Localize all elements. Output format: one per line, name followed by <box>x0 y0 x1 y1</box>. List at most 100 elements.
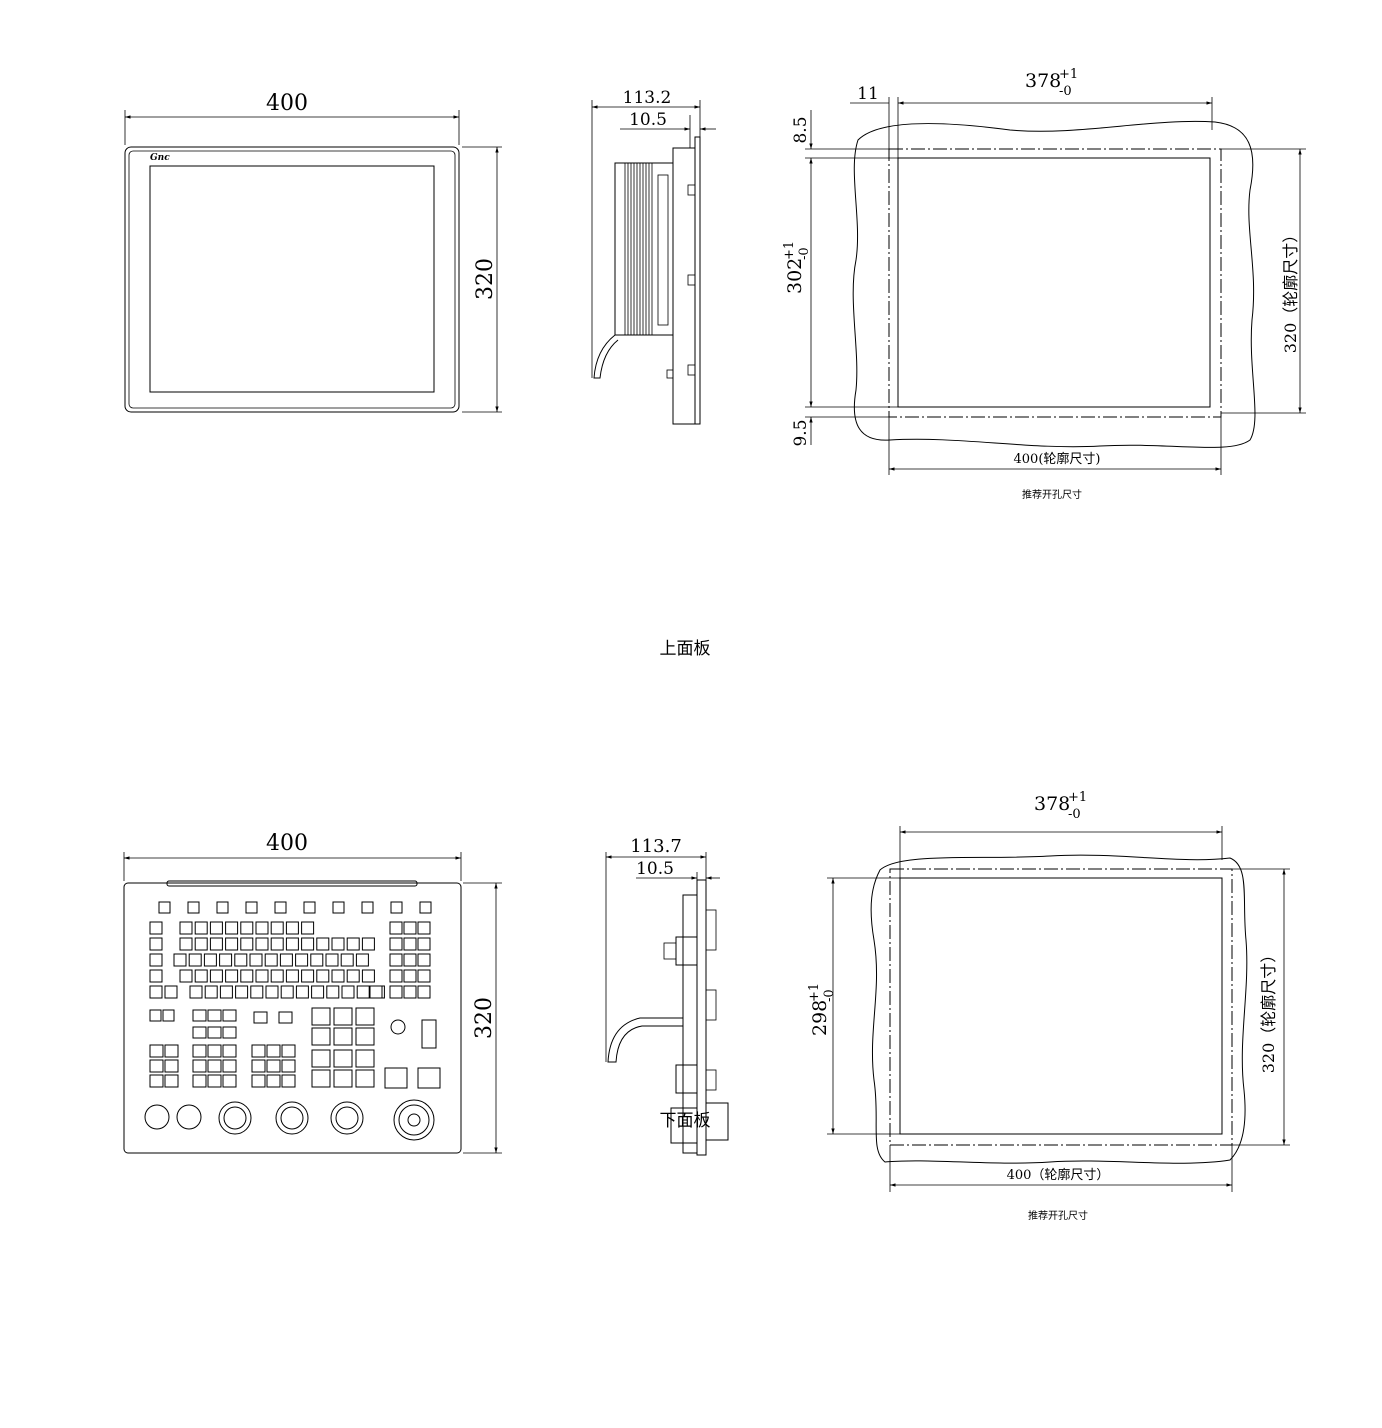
mode-key <box>149 1009 162 1022</box>
function-key <box>369 985 383 999</box>
spindle-button <box>176 1104 202 1130</box>
alpha-key <box>341 985 355 999</box>
soft-key <box>274 901 287 914</box>
alpha-key <box>240 921 254 935</box>
alpha-key <box>209 937 223 951</box>
jog-key <box>355 1007 375 1026</box>
alpha-key <box>179 937 193 951</box>
jog-key <box>355 1069 375 1088</box>
mode-key <box>222 1009 237 1022</box>
upper-cutout-outline-width-label: 400(轮廓尺寸) <box>1014 451 1101 467</box>
nav-key <box>403 953 417 967</box>
alpha-key <box>280 985 294 999</box>
mode-key <box>207 1059 222 1073</box>
soft-key <box>158 901 171 914</box>
alpha-key <box>173 953 187 967</box>
seg-display <box>253 1011 268 1024</box>
nav-key <box>403 969 417 983</box>
lower-cutout-width-lower-tol: -0 <box>1068 807 1081 822</box>
alpha-key <box>234 953 248 967</box>
mode-key <box>281 1074 296 1088</box>
mode-key <box>207 1026 222 1039</box>
upper-panel-caption: 上面板 <box>660 639 711 659</box>
upper-front-height-label: 320 <box>473 258 498 300</box>
mode-key <box>281 1044 296 1058</box>
brand-logo: Gnc <box>150 153 170 163</box>
alpha-key <box>235 985 249 999</box>
alpha-key <box>204 985 218 999</box>
mode-key <box>192 1059 207 1073</box>
nav-key <box>403 985 417 999</box>
lower-cutout-outline-height-label: 320（轮廓尺寸） <box>1259 947 1278 1074</box>
jog-key <box>333 1007 353 1026</box>
mode-key <box>266 1044 281 1058</box>
alpha-key <box>331 937 345 951</box>
mode-key <box>222 1026 237 1039</box>
function-key <box>149 921 163 935</box>
alpha-key <box>301 969 315 983</box>
usb-port <box>421 1019 437 1049</box>
alpha-key <box>219 953 233 967</box>
keypad <box>144 901 441 1141</box>
handwheel-hub <box>407 1113 421 1127</box>
soft-key <box>245 901 258 914</box>
upper-cutout-height-value: 302 <box>784 258 806 294</box>
soft-key <box>332 901 345 914</box>
upper-cutout-top-offset-label: 8.5 <box>791 116 811 143</box>
lower-cutout-height-value: 298 <box>809 1000 831 1036</box>
override-knob-inner <box>280 1106 304 1130</box>
alpha-key <box>310 953 324 967</box>
alpha-key <box>285 921 299 935</box>
soft-key <box>303 901 316 914</box>
lower-cutout-width-value: 378 <box>1034 793 1070 815</box>
alpha-key <box>225 937 239 951</box>
alpha-key <box>361 937 375 951</box>
mode-key <box>192 1026 207 1039</box>
upper-cutout-outline-height-label: 320（轮廓尺寸） <box>1281 227 1300 354</box>
mode-key <box>162 1009 175 1022</box>
alpha-key <box>326 985 340 999</box>
nav-key <box>417 937 431 951</box>
soft-key <box>361 901 374 914</box>
mode-key <box>207 1074 222 1088</box>
alpha-key <box>209 921 223 935</box>
alpha-key <box>301 921 315 935</box>
soft-key <box>390 901 403 914</box>
lower-cutout-height-lower-tol: -0 <box>822 989 837 1002</box>
nav-key <box>389 921 403 935</box>
nav-key <box>403 937 417 951</box>
alpha-key <box>240 969 254 983</box>
upper-cutout-panel-outline <box>852 120 1256 448</box>
mode-key <box>149 1044 164 1058</box>
power-on-button <box>384 1067 408 1089</box>
alpha-key <box>188 953 202 967</box>
mode-key <box>164 1074 179 1088</box>
upper-cutout-height-lower-tol: -0 <box>797 247 812 260</box>
alpha-key <box>270 969 284 983</box>
alpha-key <box>194 969 208 983</box>
alpha-key <box>179 921 193 935</box>
nav-key <box>389 937 403 951</box>
upper-side-depth-label: 113.2 <box>623 88 672 108</box>
lower-cutout-outline-width-label: 400（轮廓尺寸） <box>1007 1167 1110 1183</box>
alpha-key <box>346 969 360 983</box>
alpha-key <box>265 985 279 999</box>
lower-side-depth-label: 113.7 <box>630 836 682 857</box>
power-off-button <box>417 1067 441 1089</box>
alpha-key <box>340 953 354 967</box>
lower-front-width-label: 400 <box>266 831 308 856</box>
jog-key <box>311 1049 331 1068</box>
mode-key <box>192 1044 207 1058</box>
lower-side-bezel-label: 10.5 <box>636 859 674 879</box>
mode-key <box>222 1074 237 1088</box>
mode-key <box>251 1059 266 1073</box>
upper-cutout-width-lower-tol: -0 <box>1059 84 1072 99</box>
alpha-key <box>225 969 239 983</box>
mode-key <box>164 1044 179 1058</box>
alpha-key <box>295 985 309 999</box>
lower-panel: 400 320 113.7 <box>123 790 1290 1222</box>
mode-key <box>207 1009 222 1022</box>
alpha-key <box>355 953 369 967</box>
override-knob-inner <box>335 1106 359 1130</box>
alpha-key <box>194 921 208 935</box>
